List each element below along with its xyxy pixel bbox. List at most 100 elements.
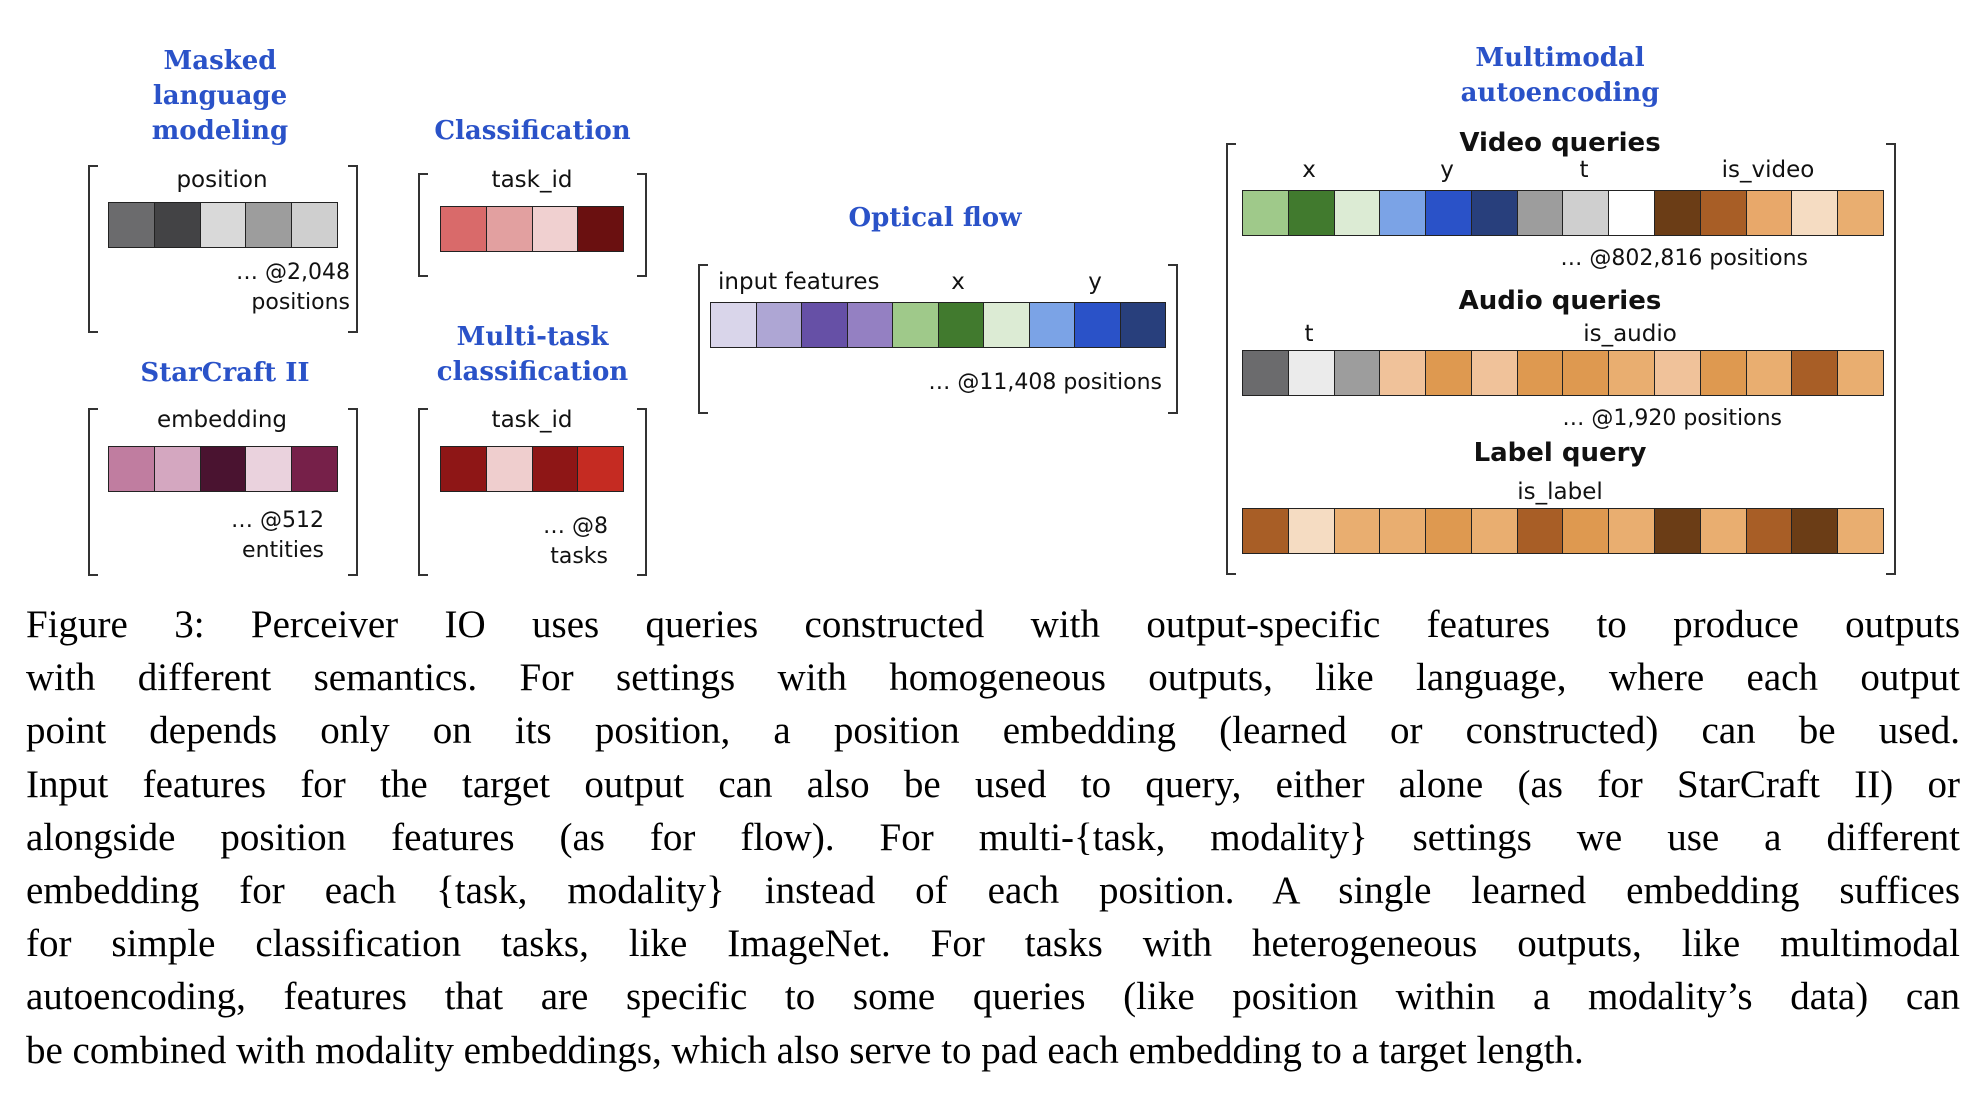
audio-query-strip: [1242, 350, 1884, 396]
starcraft-feature-label: embedding: [156, 407, 288, 433]
caption-line: Input features for the target output can…: [26, 762, 1960, 806]
multimodal-left-bracket: [1226, 143, 1236, 575]
embedding-cell: [1655, 350, 1701, 396]
multimodal-title: Multimodal autoencoding: [1430, 41, 1690, 111]
mlm-title-line: modeling: [151, 116, 289, 146]
embedding-cell: [532, 206, 579, 252]
embedding-cell: [1243, 190, 1289, 236]
embedding-cell: [246, 202, 293, 248]
embedding-cell: [532, 446, 579, 492]
mlm-feature-label: position: [176, 167, 268, 193]
video-is-video-label: is_video: [1721, 157, 1815, 183]
multitask-feature-label: task_id: [491, 407, 573, 433]
multitask-count-note: … @8 tasks: [498, 512, 608, 572]
caption-line: for simple classification tasks, like Im…: [26, 922, 1960, 966]
embedding-cell: [1471, 350, 1518, 396]
embedding-cell: [1838, 190, 1884, 236]
embedding-cell: [1380, 508, 1427, 554]
embedding-cell: [1471, 190, 1518, 236]
embedding-cell: [1120, 302, 1166, 348]
multimodal-right-bracket: [1886, 143, 1896, 575]
embedding-cell: [1563, 190, 1610, 236]
embedding-cell: [486, 206, 533, 252]
embedding-cell: [1075, 302, 1121, 348]
embedding-cell: [1517, 508, 1564, 554]
figure-caption: Figure 3: Perceiver IO uses queries cons…: [26, 598, 1960, 1077]
caption-line: alongside position features (as for flow…: [26, 815, 1960, 859]
embedding-cell: [1517, 350, 1564, 396]
embedding-cell: [154, 202, 201, 248]
multitask-title: Multi-task classification: [420, 320, 645, 390]
embedding-cell: [1380, 190, 1427, 236]
embedding-cell: [109, 446, 155, 492]
video-t-label: t: [1579, 157, 1589, 183]
mlm-count-line: positions: [251, 290, 350, 315]
embedding-cell: [1792, 350, 1839, 396]
embedding-cell: [1517, 190, 1564, 236]
embedding-cell: [1288, 350, 1335, 396]
embedding-cell: [1334, 508, 1381, 554]
embedding-cell: [1655, 508, 1701, 554]
embedding-cell: [893, 302, 939, 348]
starcraft-count-note: … @512 entities: [180, 506, 324, 566]
caption-line: Figure 3: Perceiver IO uses queries cons…: [26, 603, 1960, 646]
multitask-right-bracket: [637, 408, 647, 576]
multitask-count-line: … @8: [543, 514, 608, 539]
embedding-cell: [1029, 302, 1075, 348]
embedding-cell: [246, 446, 293, 492]
classification-feature-label: task_id: [491, 167, 573, 193]
multimodal-title-line: Multimodal: [1475, 43, 1645, 73]
classification-right-bracket: [637, 173, 647, 277]
embedding-cell: [578, 206, 624, 252]
flow-x-label: x: [951, 269, 965, 295]
video-x-label: x: [1302, 157, 1316, 183]
audio-t-label: t: [1304, 321, 1314, 347]
classification-left-bracket: [418, 173, 428, 277]
embedding-cell: [1380, 350, 1427, 396]
flow-title: Optical flow: [835, 201, 1035, 236]
embedding-cell: [756, 302, 802, 348]
embedding-cell: [711, 302, 757, 348]
audio-is-audio-label: is_audio: [1583, 321, 1677, 347]
multitask-title-line: Multi-task: [456, 322, 609, 352]
starcraft-right-bracket: [348, 408, 358, 576]
embedding-cell: [1746, 508, 1793, 554]
embedding-cell: [1746, 190, 1793, 236]
embedding-cell: [441, 446, 487, 492]
video-query-strip: [1242, 190, 1884, 236]
audio-count-note: … @1,920 positions: [1562, 406, 1782, 431]
multitask-count-line: tasks: [550, 544, 608, 569]
multimodal-title-line: autoencoding: [1460, 78, 1660, 108]
audio-queries-heading: Audio queries: [1458, 286, 1662, 316]
starcraft-embedding-strip: [108, 446, 338, 492]
video-queries-heading: Video queries: [1459, 128, 1661, 158]
mlm-title-line: Masked: [163, 46, 277, 76]
starcraft-count-line: entities: [242, 538, 324, 563]
video-count-note: … @802,816 positions: [1560, 246, 1808, 271]
embedding-cell: [1426, 508, 1472, 554]
embedding-cell: [1243, 350, 1289, 396]
embedding-cell: [802, 302, 848, 348]
embedding-cell: [1609, 190, 1656, 236]
starcraft-title-line: StarCraft II: [140, 358, 310, 388]
mlm-title-line: language: [152, 81, 288, 111]
embedding-cell: [984, 302, 1030, 348]
flow-input-features-label: input features: [718, 269, 880, 295]
embedding-cell: [200, 202, 247, 248]
embedding-cell: [1746, 350, 1793, 396]
embedding-cell: [1838, 508, 1884, 554]
starcraft-title: StarCraft II: [120, 356, 330, 391]
embedding-cell: [200, 446, 247, 492]
embedding-cell: [1700, 350, 1747, 396]
embedding-cell: [1609, 508, 1656, 554]
caption-line: be combined with modality embeddings, wh…: [26, 1028, 1584, 1072]
embedding-cell: [938, 302, 984, 348]
label-query-strip: [1242, 508, 1884, 554]
classification-title-line: Classification: [434, 116, 631, 146]
flow-left-bracket: [698, 264, 708, 414]
flow-query-strip: [710, 302, 1166, 348]
embedding-cell: [1700, 190, 1747, 236]
caption-line: point depends only on its position, a po…: [26, 709, 1960, 753]
embedding-cell: [1609, 350, 1656, 396]
